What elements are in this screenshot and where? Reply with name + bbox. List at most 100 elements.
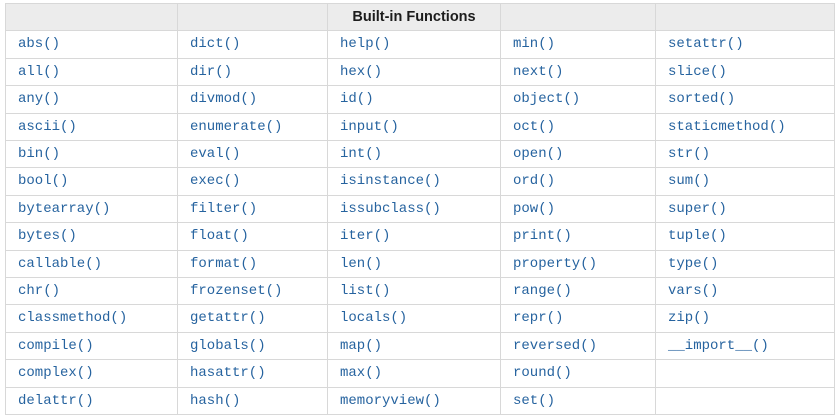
- function-link[interactable]: iter(): [340, 228, 391, 245]
- function-link[interactable]: hex(): [340, 63, 383, 80]
- function-link[interactable]: map(): [340, 337, 383, 354]
- function-link[interactable]: super(): [668, 200, 727, 217]
- function-link[interactable]: eval(): [190, 146, 241, 163]
- function-link[interactable]: max(): [340, 365, 383, 382]
- function-link[interactable]: print(): [513, 228, 572, 245]
- header-cell-empty-4: [500, 2, 656, 32]
- function-link[interactable]: sum(): [668, 173, 711, 190]
- function-link[interactable]: object(): [513, 91, 581, 108]
- function-link[interactable]: abs(): [18, 36, 61, 53]
- function-link[interactable]: frozenset(): [190, 283, 283, 300]
- function-link[interactable]: ord(): [513, 173, 556, 190]
- function-link[interactable]: open(): [513, 146, 564, 163]
- table-header-row: Built-in Functions: [5, 2, 835, 32]
- function-link[interactable]: delattr(): [18, 392, 94, 409]
- function-link[interactable]: float(): [190, 228, 249, 245]
- function-link[interactable]: filter(): [190, 200, 258, 217]
- function-link[interactable]: bytearray(): [18, 200, 111, 217]
- table-cell: hex(): [327, 57, 501, 87]
- table-row: bin() eval() int() open() str(): [5, 140, 835, 169]
- table-cell: str(): [655, 140, 835, 169]
- table-cell: reversed(): [500, 331, 656, 361]
- table-cell: set(): [500, 386, 656, 416]
- function-link[interactable]: classmethod(): [18, 310, 128, 327]
- header-cell-empty-1: [5, 2, 178, 32]
- table-cell: callable(): [5, 249, 178, 279]
- function-link[interactable]: staticmethod(): [668, 118, 786, 135]
- function-link[interactable]: int(): [340, 146, 383, 163]
- table-cell: max(): [327, 359, 501, 388]
- function-link[interactable]: hash(): [190, 392, 241, 409]
- function-link[interactable]: getattr(): [190, 310, 266, 327]
- table-cell: super(): [655, 194, 835, 224]
- function-link[interactable]: __import__(): [668, 337, 769, 354]
- function-link[interactable]: complex(): [18, 365, 94, 382]
- function-link[interactable]: issubclass(): [340, 200, 441, 217]
- table-row: delattr() hash() memoryview() set(): [5, 386, 835, 416]
- table-cell: [655, 359, 835, 388]
- builtin-functions-table: Built-in Functions abs() dict() help() min(…: [5, 2, 835, 416]
- function-link[interactable]: set(): [513, 392, 556, 409]
- function-link[interactable]: ascii(): [18, 118, 77, 135]
- function-link[interactable]: property(): [513, 255, 598, 272]
- table-row: bool() exec() isinstance() ord() sum(): [5, 167, 835, 196]
- function-link[interactable]: memoryview(): [340, 392, 441, 409]
- table-row: chr() frozenset() list() range() vars(): [5, 277, 835, 306]
- table-row: any() divmod() id() object() sorted(): [5, 85, 835, 114]
- table-cell: memoryview(): [327, 386, 501, 416]
- table-cell: complex(): [5, 359, 178, 388]
- function-link[interactable]: exec(): [190, 173, 241, 190]
- function-link[interactable]: locals(): [340, 310, 408, 327]
- function-link[interactable]: reversed(): [513, 337, 598, 354]
- function-link[interactable]: str(): [668, 146, 711, 163]
- table-cell: any(): [5, 85, 178, 114]
- function-link[interactable]: divmod(): [190, 91, 258, 108]
- function-link[interactable]: input(): [340, 118, 399, 135]
- table-cell: int(): [327, 140, 501, 169]
- function-link[interactable]: bool(): [18, 173, 69, 190]
- table-cell: vars(): [655, 277, 835, 306]
- table-cell: tuple(): [655, 222, 835, 251]
- function-link[interactable]: dir(): [190, 63, 233, 80]
- function-link[interactable]: dict(): [190, 36, 241, 53]
- function-link[interactable]: repr(): [513, 310, 564, 327]
- function-link[interactable]: isinstance(): [340, 173, 441, 190]
- function-link[interactable]: tuple(): [668, 228, 727, 245]
- table-cell: len(): [327, 249, 501, 279]
- function-link[interactable]: pow(): [513, 200, 556, 217]
- function-link[interactable]: enumerate(): [190, 118, 283, 135]
- function-link[interactable]: globals(): [190, 337, 266, 354]
- function-link[interactable]: type(): [668, 255, 719, 272]
- table-cell: oct(): [500, 112, 656, 142]
- function-link[interactable]: next(): [513, 63, 564, 80]
- function-link[interactable]: all(): [18, 63, 61, 80]
- function-link[interactable]: any(): [18, 91, 61, 108]
- table-cell: object(): [500, 85, 656, 114]
- function-link[interactable]: min(): [513, 36, 556, 53]
- function-link[interactable]: round(): [513, 365, 572, 382]
- function-link[interactable]: list(): [340, 283, 391, 300]
- table-cell: pow(): [500, 194, 656, 224]
- function-link[interactable]: format(): [190, 255, 258, 272]
- function-link[interactable]: sorted(): [668, 91, 736, 108]
- function-link[interactable]: help(): [340, 36, 391, 53]
- table-cell: filter(): [177, 194, 328, 224]
- function-link[interactable]: bytes(): [18, 228, 77, 245]
- function-link[interactable]: id(): [340, 91, 374, 108]
- function-link[interactable]: slice(): [668, 63, 727, 80]
- table-cell: repr(): [500, 304, 656, 333]
- function-link[interactable]: vars(): [668, 283, 719, 300]
- function-link[interactable]: callable(): [18, 255, 103, 272]
- function-link[interactable]: chr(): [18, 283, 61, 300]
- function-link[interactable]: compile(): [18, 337, 94, 354]
- function-link[interactable]: bin(): [18, 146, 61, 163]
- function-link[interactable]: zip(): [668, 310, 711, 327]
- function-link[interactable]: range(): [513, 283, 572, 300]
- table-row: bytearray() filter() issubclass() pow() supe…: [5, 194, 835, 224]
- table-cell: [655, 386, 835, 416]
- function-link[interactable]: len(): [340, 255, 383, 272]
- function-link[interactable]: oct(): [513, 118, 556, 135]
- function-link[interactable]: hasattr(): [190, 365, 266, 382]
- function-link[interactable]: setattr(): [668, 36, 744, 53]
